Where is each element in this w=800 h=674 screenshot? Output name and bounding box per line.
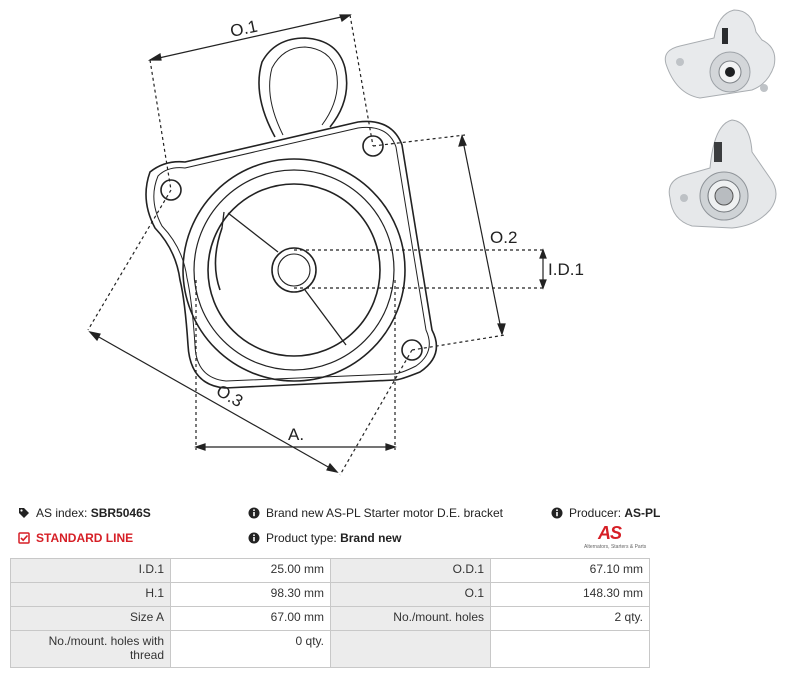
producer-row: Producer: AS-PL: [551, 506, 660, 520]
standard-line-label: STANDARD LINE: [36, 531, 134, 545]
spec-label: No./mount. holes: [330, 606, 491, 631]
spec-value: 67.10 mm: [490, 558, 650, 583]
label-o2: O.2: [490, 228, 517, 247]
product-type-label: Product type:: [266, 531, 337, 545]
check-square-icon: [18, 532, 30, 544]
as-pl-logo: AS Alternators, Starters & Parts: [584, 523, 654, 553]
spec-value: 98.30 mm: [170, 582, 331, 607]
logo-brand: AS: [598, 523, 622, 543]
table-row: No./mount. holes with thread 0 qty.: [10, 630, 650, 668]
technical-drawing: O.1 O.2 I.D.1 O.3 A.: [87, 14, 584, 476]
table-row: I.D.1 25.00 mm O.D.1 67.10 mm: [10, 558, 650, 583]
bracket-outline: [145, 120, 438, 389]
spec-label: I.D.1: [10, 558, 171, 583]
spec-label: Size A: [10, 606, 171, 631]
as-index-row: AS index: SBR5046S: [18, 506, 151, 520]
info-circle-icon: [551, 507, 563, 519]
product-photo-front: [664, 9, 776, 99]
label-o3: O.3: [213, 381, 246, 411]
description-row: Brand new AS-PL Starter motor D.E. brack…: [248, 506, 503, 520]
spec-value: 25.00 mm: [170, 558, 331, 583]
table-row: H.1 98.30 mm O.1 148.30 mm: [10, 582, 650, 607]
info-circle-icon: [248, 532, 260, 544]
product-type-row: Product type: Brand new: [248, 531, 401, 545]
as-index-value: SBR5046S: [90, 506, 151, 520]
producer-label: Producer:: [569, 506, 622, 520]
spec-label-empty: [330, 630, 491, 668]
spec-label: O.1: [330, 582, 491, 607]
spec-table: I.D.1 25.00 mm O.D.1 67.10 mm H.1 98.30 …: [10, 558, 650, 668]
product-type-value: Brand new: [340, 531, 402, 545]
tag-icon: [19, 508, 29, 518]
product-photo-rear: [668, 119, 777, 229]
standard-line-row: STANDARD LINE: [18, 531, 133, 545]
spec-label: H.1: [10, 582, 171, 607]
top-loop: [258, 37, 348, 138]
label-a: A.: [288, 425, 304, 444]
spec-label: No./mount. holes with thread: [10, 630, 171, 668]
spec-value: 2 qty.: [490, 606, 650, 631]
spec-value: 0 qty.: [170, 630, 331, 668]
spec-value-empty: [490, 630, 650, 668]
label-o1: O.1: [228, 17, 259, 41]
info-circle-icon: [248, 507, 260, 519]
spec-label: O.D.1: [330, 558, 491, 583]
spec-value: 148.30 mm: [490, 582, 650, 607]
spec-value: 67.00 mm: [170, 606, 331, 631]
producer-value: AS-PL: [624, 506, 661, 520]
logo-tagline: Alternators, Starters & Parts: [584, 544, 647, 550]
table-row: Size A 67.00 mm No./mount. holes 2 qty.: [10, 606, 650, 631]
product-description: Brand new AS-PL Starter motor D.E. brack…: [266, 506, 503, 520]
as-index-label: AS index:: [36, 506, 88, 520]
label-id1: I.D.1: [548, 260, 584, 279]
bracket-outline-inner: [153, 126, 430, 382]
